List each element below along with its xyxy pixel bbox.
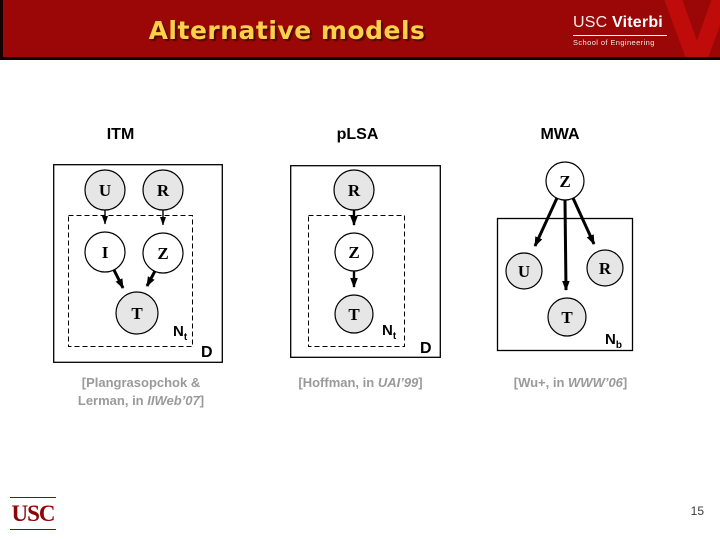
- plsa-diagram: R Z T Nt D: [290, 165, 441, 358]
- itm-node-label-i: I: [102, 243, 109, 262]
- mwa-node-label-z: Z: [559, 172, 570, 191]
- logo-viterbi-text: Viterbi: [612, 14, 663, 31]
- logo-school-text: School of Engineering: [573, 38, 655, 47]
- itm-node-i: [84, 231, 126, 273]
- citation-suffix: ]: [199, 393, 205, 409]
- plsa-outer-plate: [290, 165, 441, 358]
- itm-node-t: [115, 291, 159, 335]
- citation-suffix: ]: [418, 375, 423, 390]
- viterbi-v-icon: V: [660, 0, 720, 57]
- citation-venue: UAI’99: [377, 375, 419, 390]
- itm-node-label-t: T: [131, 304, 143, 323]
- plsa-plate-d-label: D: [420, 340, 432, 357]
- citation-plsa: [Hoffman, in UAI’99]: [278, 374, 443, 392]
- citation-suffix: ]: [622, 375, 628, 390]
- logo-divider: [573, 35, 667, 36]
- usc-logo-text: USC: [11, 501, 55, 526]
- mwa-node-r: [586, 249, 624, 287]
- plsa-node-label-r: R: [348, 181, 361, 200]
- mwa-arrow-z-r: [571, 197, 596, 245]
- mwa-node-label-r: R: [599, 259, 612, 278]
- itm-diagram: U R I Z T Nt D: [53, 164, 223, 363]
- model-label-mwa: MWA: [540, 126, 580, 143]
- usc-logo: USC: [10, 497, 56, 531]
- citation-text: [Hoffman, in: [298, 375, 378, 390]
- mwa-node-label-t: T: [561, 308, 573, 327]
- plsa-inner-plate: [308, 215, 405, 347]
- plsa-node-t: [334, 294, 374, 334]
- mwa-node-label-u: U: [518, 262, 530, 281]
- plsa-plate-count-label: Nt: [382, 322, 397, 342]
- model-label-plsa: pLSA: [336, 126, 379, 143]
- itm-node-label-u: U: [99, 181, 111, 200]
- mwa-diagram: Z U R T Nb: [496, 161, 634, 352]
- citation-mwa: [Wu+, in WWW’06]: [488, 374, 653, 392]
- itm-node-z: [142, 232, 184, 274]
- model-label-itm: ITM: [106, 126, 135, 143]
- citation-venue: IIWeb’07: [147, 393, 200, 409]
- mwa-arrow-z-t: [562, 199, 570, 291]
- mwa-node-u: [505, 252, 543, 290]
- itm-arrow-i-t: [112, 269, 125, 289]
- citation-text: [Plangrasopchok & Lerman, in: [77, 375, 201, 409]
- mwa-arrow-z-u: [533, 197, 559, 247]
- itm-inner-plate: [68, 215, 193, 347]
- citation-venue: WWW’06: [568, 375, 623, 390]
- itm-node-label-z: Z: [157, 244, 168, 263]
- mwa-node-t: [547, 297, 587, 337]
- usc-viterbi-wordmark: USC Viterbi: [573, 14, 667, 32]
- itm-node-label-r: R: [157, 181, 170, 200]
- mwa-plate-count-label: Nb: [605, 331, 622, 351]
- itm-plate-d-label: D: [201, 344, 213, 361]
- header-banner: V Alternative models USC Viterbi School …: [0, 0, 720, 60]
- itm-plate-count-label: Nt: [173, 323, 188, 343]
- citation-text: [Wu+, in: [513, 375, 569, 390]
- itm-outer-plate: [53, 164, 223, 363]
- page-number: 15: [690, 504, 704, 518]
- plsa-node-label-t: T: [348, 305, 360, 324]
- citation-itm: [Plangrasopchok & Lerman, in IIWeb’07]: [35, 374, 247, 410]
- slide-title: Alternative models: [148, 16, 426, 45]
- usc-viterbi-logo: USC Viterbi School of Engineering: [573, 14, 667, 47]
- logo-usc-text: USC: [573, 14, 608, 31]
- plsa-node-label-z: Z: [348, 243, 359, 262]
- itm-arrow-z-t: [145, 270, 157, 287]
